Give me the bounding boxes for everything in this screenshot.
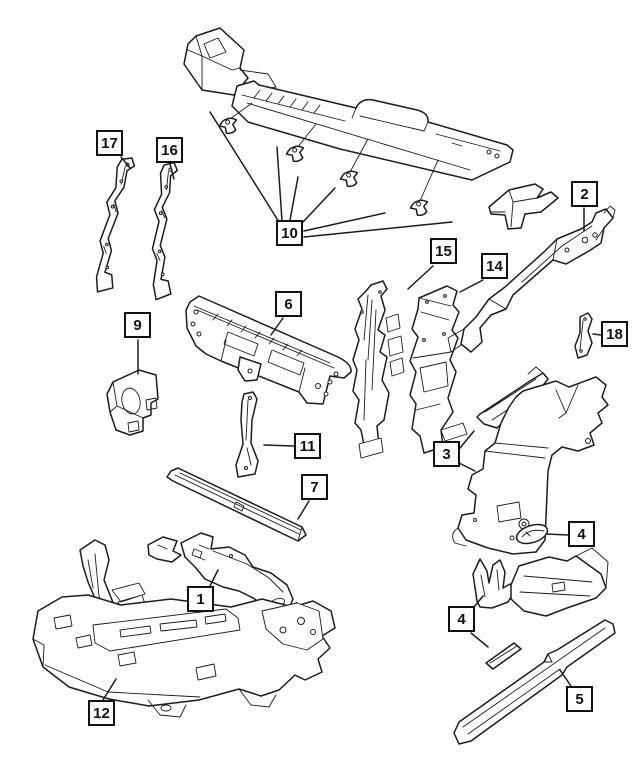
callout-number: 1 [196, 590, 205, 608]
callout-box-7[interactable]: 7 [301, 474, 328, 500]
leader-line-4b [470, 632, 489, 648]
part-sketch-5 [453, 619, 616, 745]
callout-box-6[interactable]: 6 [275, 291, 302, 317]
part-sketch-17 [94, 155, 136, 295]
callout-number: 4 [577, 525, 586, 543]
callout-box-12[interactable]: 12 [88, 700, 115, 726]
part-sketch-18 [574, 312, 593, 359]
callout-number: 2 [580, 185, 589, 203]
callout-number: 11 [299, 437, 316, 455]
callout-number: 14 [486, 257, 503, 275]
part-sketch-12 [32, 539, 336, 718]
leader-line-10 [302, 187, 336, 223]
callout-box-1[interactable]: 1 [187, 586, 214, 612]
callout-box-18[interactable]: 18 [601, 321, 628, 347]
leader-line-10 [289, 176, 299, 221]
callout-number: 17 [101, 134, 118, 152]
part-sketch-plenum-panel [229, 80, 514, 202]
leader-line-10 [276, 146, 283, 222]
part-sketch-4-strip [485, 642, 522, 670]
callout-number: 10 [281, 224, 298, 242]
callout-number: 18 [606, 325, 623, 343]
leader-line-4a [545, 533, 569, 536]
callout-box-11[interactable]: 11 [294, 433, 321, 459]
leader-line-5 [559, 669, 572, 687]
part-sketch-floor-pan [472, 547, 609, 617]
leader-line-4b [473, 595, 484, 608]
leader-line-7 [297, 500, 310, 520]
leader-line-12 [102, 678, 117, 701]
callout-number: 5 [575, 690, 584, 708]
callout-number: 4 [457, 610, 466, 628]
callout-box-4-upper[interactable]: 4 [568, 521, 595, 547]
leader-line-18 [592, 333, 602, 336]
callout-number: 6 [284, 295, 293, 313]
leader-line-10 [303, 221, 453, 238]
callout-box-4-lower[interactable]: 4 [448, 606, 475, 632]
part-sketch-2 [447, 205, 616, 353]
callout-box-17[interactable]: 17 [96, 130, 123, 156]
callout-box-10[interactable]: 10 [276, 220, 303, 246]
callout-number: 15 [435, 242, 452, 260]
callout-number: 3 [442, 445, 451, 463]
callout-box-16[interactable]: 16 [156, 137, 183, 163]
leader-lines [102, 111, 602, 701]
callout-number: 7 [310, 478, 319, 496]
part-sketch-14 [409, 285, 468, 454]
leader-line-11 [263, 444, 295, 447]
leader-line-17 [120, 156, 131, 169]
part-sketch-16 [146, 161, 185, 301]
part-sketch-4-plate [515, 523, 549, 545]
callout-box-2[interactable]: 2 [571, 181, 598, 207]
callout-number: 16 [161, 141, 178, 159]
part-sketch-cowl-side-cap [183, 27, 277, 96]
leader-line-3 [459, 430, 475, 449]
leader-line-1 [209, 569, 219, 587]
leader-line-10 [303, 212, 386, 232]
leader-line-3 [458, 462, 476, 472]
leader-line-16 [169, 163, 175, 180]
leader-line-6 [270, 317, 284, 336]
leader-line-10 [209, 111, 280, 223]
callout-box-14[interactable]: 14 [481, 253, 508, 279]
part-sketch-bracket-right [488, 183, 559, 230]
part-sketch-6 [185, 295, 352, 405]
leader-line-15 [407, 265, 434, 290]
callout-box-9[interactable]: 9 [124, 312, 151, 338]
part-sketch-9 [106, 369, 159, 436]
callout-box-3[interactable]: 3 [433, 441, 460, 467]
leader-line-14 [459, 279, 484, 293]
callout-number: 9 [133, 316, 142, 334]
callout-number: 12 [93, 704, 110, 722]
callout-box-15[interactable]: 15 [430, 238, 457, 264]
part-sketch-11 [235, 391, 259, 478]
callout-box-5[interactable]: 5 [566, 686, 593, 712]
part-sketch-7 [166, 467, 307, 542]
part-sketch-15 [352, 280, 405, 459]
